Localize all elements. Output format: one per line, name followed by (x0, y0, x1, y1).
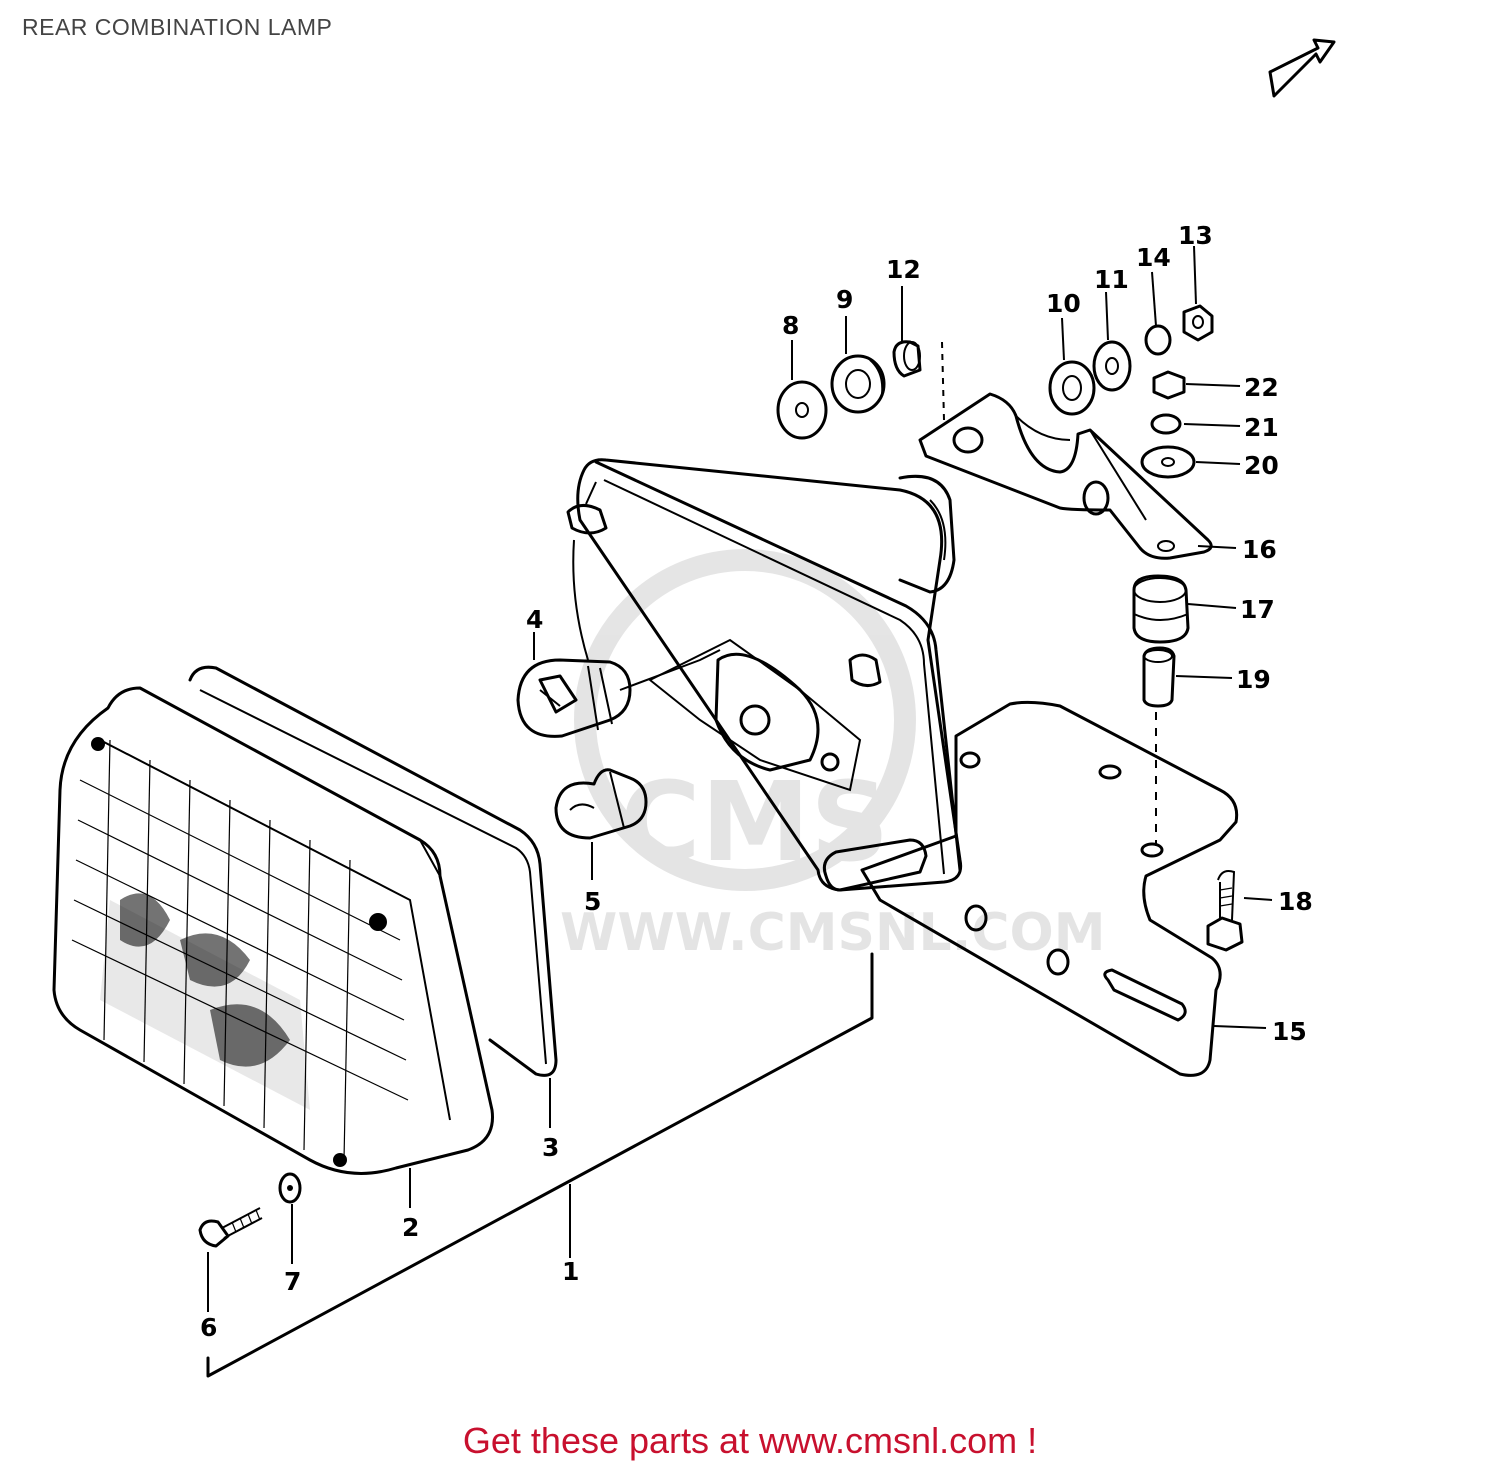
part-4-tail-bulb (516, 658, 632, 738)
callout-8: 8 (782, 311, 799, 340)
callout-18: 18 (1278, 887, 1313, 916)
callout-4: 4 (526, 605, 543, 634)
callout-5: 5 (584, 887, 601, 916)
part-15-plate-bracket (860, 700, 1239, 1077)
part-10-cushion (1048, 360, 1096, 416)
watermark-url-text: WWW.CMSNL.COM (560, 903, 1105, 963)
part-21-spring-washer (1150, 413, 1182, 435)
part-14-spring-washer (1144, 324, 1172, 356)
part-callouts: 1 2 3 4 5 6 7 8 9 10 11 12 13 14 15 16 1… (200, 221, 1313, 1342)
part-3-lens-gasket (188, 665, 558, 1077)
callout-11: 11 (1094, 265, 1129, 294)
part-22-nut (1152, 370, 1186, 400)
part-19-collar (1142, 646, 1176, 708)
part-5-license-bulb (554, 768, 648, 840)
callout-15: 15 (1272, 1017, 1307, 1046)
callout-10: 10 (1046, 289, 1081, 318)
part-11-washer (1092, 340, 1132, 392)
callout-22: 22 (1244, 373, 1279, 402)
callout-7: 7 (284, 1267, 301, 1296)
front-direction-arrow-icon (1268, 38, 1336, 98)
callout-9: 9 (836, 285, 853, 314)
part-20-washer (1140, 445, 1196, 479)
part-18-bolt (1206, 870, 1244, 952)
part-17-rubber-cushion (1132, 574, 1190, 644)
cmsnl-watermark: CMS WWW.CMSNL.COM (560, 549, 1105, 963)
part-7-washer (278, 1172, 302, 1204)
callout-17: 17 (1240, 595, 1275, 624)
callout-2: 2 (402, 1213, 419, 1242)
callout-12: 12 (886, 255, 921, 284)
part-1-lamp-housing (566, 458, 963, 892)
part-12-collar (892, 340, 922, 378)
part-8-washer (776, 380, 828, 440)
part-2-lamp-lens (52, 686, 494, 1175)
callout-14: 14 (1136, 243, 1171, 272)
footer-link-text[interactable]: Get these parts at www.cmsnl.com ! (462, 1420, 1038, 1461)
part-6-screw (198, 1207, 263, 1248)
leader-lines (206, 245, 1273, 1378)
callout-21: 21 (1244, 413, 1279, 442)
callout-19: 19 (1236, 665, 1271, 694)
callout-13: 13 (1178, 221, 1213, 250)
callout-3: 3 (542, 1133, 559, 1162)
callout-1: 1 (562, 1257, 579, 1286)
callout-6: 6 (200, 1313, 217, 1342)
callout-16: 16 (1242, 535, 1277, 564)
page-title: REAR COMBINATION LAMP (22, 14, 333, 40)
part-16-bracket (918, 392, 1213, 560)
part-13-nut (1182, 304, 1214, 342)
part-9-cushion (830, 354, 886, 414)
callout-20: 20 (1244, 451, 1279, 480)
